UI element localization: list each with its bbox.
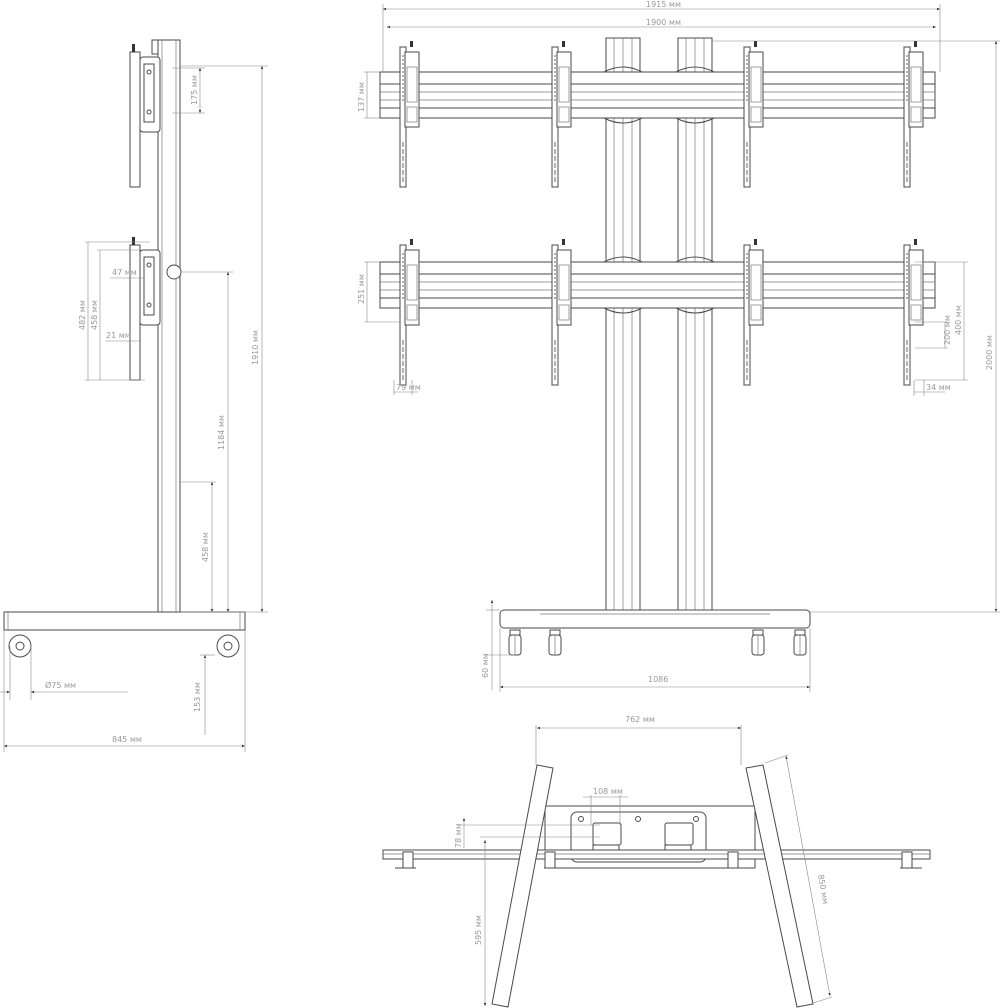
dim-d75: Ø75 мм [45, 680, 76, 690]
dim-458-low: 458 мм [201, 532, 210, 562]
dim-34: 34 мм [926, 383, 951, 392]
dim-251: 251 мм [357, 274, 366, 304]
dimensions-front: 1915 мм 1900 мм 2000 мм 137 мм 251 мм 79… [357, 0, 1000, 692]
base [3, 611, 246, 658]
caster-wheel [8, 634, 32, 658]
right-leg [745, 764, 814, 1008]
dim-762: 762 мм [625, 715, 655, 724]
caster-wheel [216, 634, 240, 658]
dimensions-top: 762 мм 108 мм 78 мм 595 мм 850 мм [454, 715, 833, 1006]
dim-1900: 1900 мм [646, 18, 681, 27]
dim-137: 137 мм [357, 82, 366, 112]
top-view: 762 мм 108 мм 78 мм 595 мм 850 мм [382, 715, 931, 1008]
left-leg [491, 764, 554, 1008]
dimensions-side: 1910 мм 175 мм 482 мм 458 мм 47 мм 21 мм… [0, 65, 268, 752]
top-rail [382, 849, 931, 869]
dim-1184: 1184 мм [217, 415, 226, 450]
dim-79: 79 мм [396, 383, 421, 392]
dim-2000: 2000 мм [985, 335, 994, 370]
dim-1086: 1086 [648, 675, 668, 684]
column [151, 39, 181, 613]
dim-1915: 1915 мм [646, 0, 681, 9]
dim-200: 200 мм [943, 315, 952, 345]
column-mount [664, 822, 694, 846]
lower-rail [379, 256, 936, 314]
dim-108: 108 мм [593, 787, 623, 796]
dim-850: 850 мм [816, 874, 830, 905]
dim-400: 400 мм [954, 305, 963, 335]
upper-rail [379, 66, 936, 124]
lower-brackets [399, 238, 924, 386]
dim-845: 845 мм [112, 735, 142, 744]
dim-153: 153 мм [193, 682, 202, 712]
dim-458-bracket: 458 мм [90, 300, 99, 330]
dim-21: 21 мм [106, 331, 131, 340]
front-view: 1915 мм 1900 мм 2000 мм 137 мм 251 мм 79… [357, 0, 1000, 692]
lower-bracket [129, 236, 161, 381]
upper-bracket [129, 43, 161, 188]
side-view: 1910 мм 175 мм 482 мм 458 мм 47 мм 21 мм… [0, 39, 268, 752]
dim-175: 175 мм [190, 75, 199, 105]
columns [605, 37, 713, 613]
clamp-knob [166, 264, 182, 280]
dim-1910: 1910 мм [251, 330, 260, 365]
column-mount [592, 822, 622, 846]
base-front [499, 609, 811, 656]
dim-482: 482 мм [78, 300, 87, 330]
dim-60: 60 мм [481, 653, 490, 678]
dim-595: 595 мм [474, 915, 483, 945]
dim-78: 78 мм [454, 823, 463, 848]
dim-47: 47 мм [112, 268, 137, 277]
